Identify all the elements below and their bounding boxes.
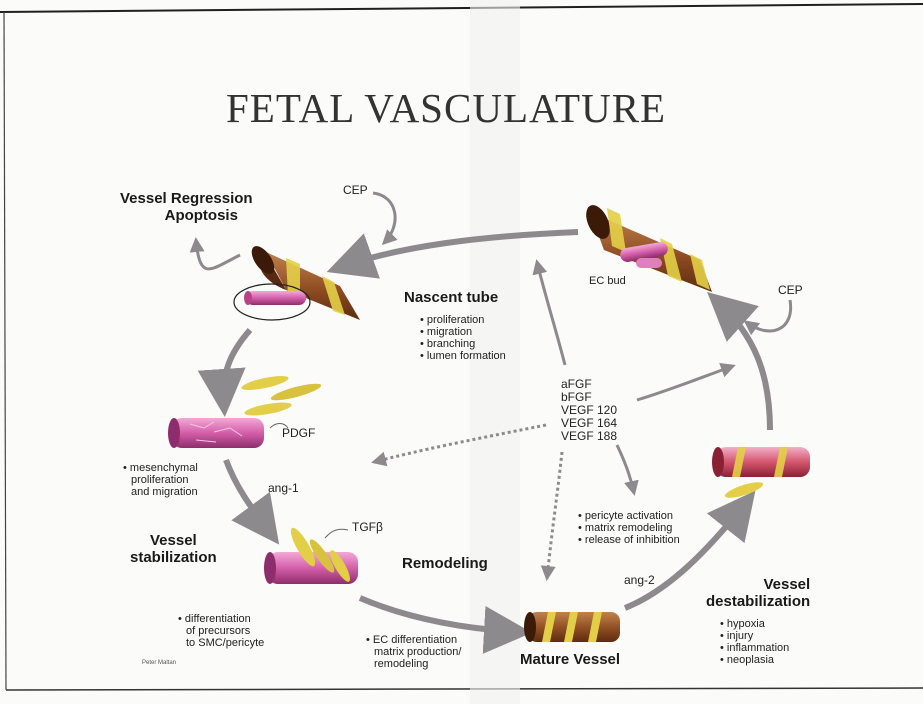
nascent-item: branching [420, 338, 506, 350]
nascent-item: lumen formation [420, 350, 506, 362]
stabilization-line2: stabilization [130, 549, 217, 566]
differentiation-list: • differentiation of precursors to SMC/p… [178, 613, 264, 649]
pdgf-vessel [168, 418, 264, 448]
destab-item: neoplasia [720, 654, 789, 666]
nascent-item: proliferation [420, 314, 506, 326]
ang1-label: ang-1 [268, 482, 299, 495]
destab-line2: destabilization [706, 593, 810, 610]
destab-item: injury [720, 630, 789, 642]
destab-line1: Vessel [706, 576, 810, 593]
ec-bud-label: EC bud [589, 275, 626, 287]
ec-diff-line: • EC differentiation [366, 634, 461, 646]
destab-item: hypoxia [720, 618, 789, 630]
vessel-regression-heading: Vessel Regression Apoptosis [120, 190, 253, 224]
mesenchymal-list: • mesenchymal proliferation and migratio… [123, 462, 198, 498]
pericyte-item: pericyte activation [578, 510, 680, 522]
ang2-label: ang-2 [624, 574, 655, 587]
page-title: FETAL VASCULATURE [226, 84, 666, 132]
ec-diff-line: matrix production/ [366, 646, 461, 658]
remodeling-heading: Remodeling [402, 555, 488, 572]
differentiation-line: of precursors [178, 625, 264, 637]
growth-factors-list: aFGF bFGF VEGF 120 VEGF 164 VEGF 188 [561, 378, 617, 443]
factor-item: VEGF 188 [561, 430, 617, 443]
mature-vessel-heading: Mature Vessel [520, 651, 620, 668]
nascent-tube-heading: Nascent tube [404, 289, 498, 306]
mesenchymal-line: proliferation [123, 474, 198, 486]
vessel-regression-line2: Apoptosis [120, 207, 253, 224]
mature-vessel [524, 612, 620, 642]
vessel-destabilization-heading: Vessel destabilization [706, 576, 810, 610]
differentiation-line: to SMC/pericyte [178, 637, 264, 649]
pericyte-list: pericyte activation matrix remodeling re… [578, 510, 680, 546]
cep-right-label: CEP [778, 284, 803, 297]
differentiation-line: • differentiation [178, 613, 264, 625]
ec-diff-line: remodeling [366, 658, 461, 670]
nascent-item: migration [420, 326, 506, 338]
artist-credit: Peter Maltan [142, 660, 176, 666]
stabilization-line1: Vessel [130, 532, 217, 549]
ec-differentiation-list: • EC differentiation matrix production/ … [366, 634, 461, 670]
destabilization-list: hypoxia injury inflammation neoplasia [720, 618, 789, 666]
pdgf-label: PDGF [282, 427, 315, 440]
pericyte-item: matrix remodeling [578, 522, 680, 534]
tgf-beta-label: TGFβ [352, 521, 383, 534]
mesenchymal-line: • mesenchymal [123, 462, 198, 474]
nascent-tube-list: proliferation migration branching lumen … [420, 314, 506, 362]
vessel-stabilization-heading: Vessel stabilization [130, 532, 217, 566]
destab-item: inflammation [720, 642, 789, 654]
mesenchymal-line: and migration [123, 486, 198, 498]
cep-top-label: CEP [343, 184, 368, 197]
vessel-regression-line1: Vessel Regression [120, 190, 253, 207]
pericyte-item: release of inhibition [578, 534, 680, 546]
